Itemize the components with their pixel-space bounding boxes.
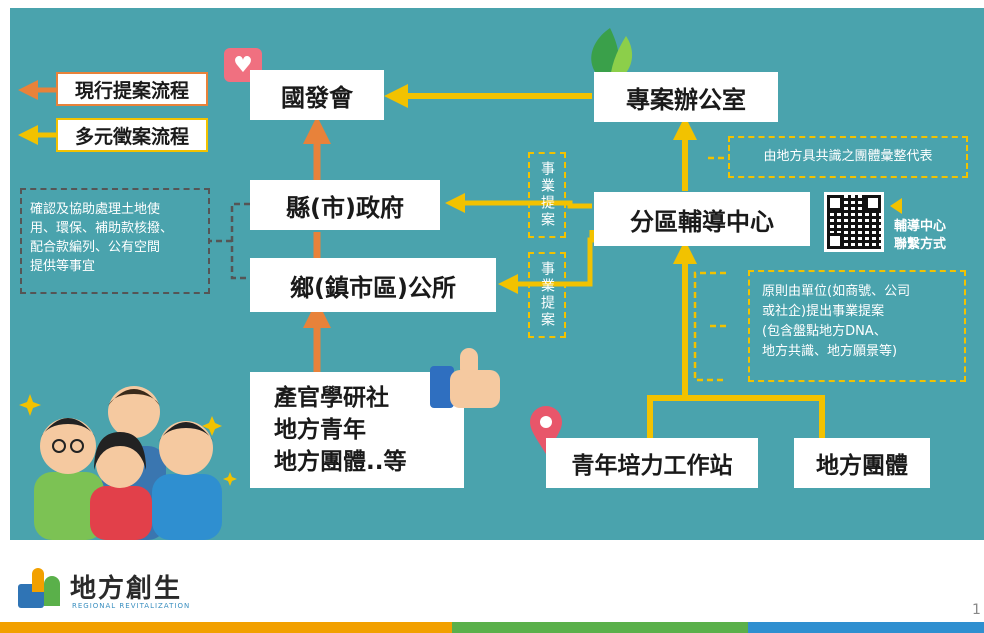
qr-pointer-icon	[890, 198, 902, 214]
stakeholders-line-2: 地方青年	[274, 417, 366, 443]
stakeholders-line-3: 地方團體..等	[274, 449, 407, 475]
flow-arrows	[18, 80, 825, 438]
node-township-office: 鄉(鎮市區)公所	[250, 258, 496, 312]
footer-logo-text: 地方創生	[70, 574, 183, 604]
map-pin-icon	[530, 406, 562, 454]
stakeholders-line-1: 產官學研社	[274, 385, 389, 411]
principle-line-4: 地方共識、地方願景等)	[762, 344, 898, 359]
node-stakeholders: 產官學研社 地方青年 地方團體..等	[250, 372, 464, 488]
node-youth-station: 青年培力工作站	[546, 438, 758, 488]
principle-line-1: 原則由單位(如商號、公司	[762, 284, 911, 299]
note-consensus: 由地方具共識之團體彙整代表	[728, 136, 968, 178]
qr-code	[824, 192, 884, 252]
footer-bar-orange	[0, 622, 452, 633]
footer-logo	[18, 564, 62, 610]
node-county-government: 縣(市)政府	[250, 180, 440, 230]
note-business-proposal-2: 事業提案	[528, 252, 566, 338]
arrow-center-to-township	[498, 230, 595, 294]
qr-label: 輔導中心 聯繫方式	[894, 218, 946, 254]
legend-diverse-flow: 多元徵案流程	[56, 118, 208, 152]
note-principle: 原則由單位(如商號、公司 或社企)提出事業提案 (包含盤點地方DNA、 地方共識…	[748, 270, 966, 382]
node-local-groups: 地方團體	[794, 438, 930, 488]
diagram-canvas: 現行提案流程 多元徵案流程 ♥ 國發會 專案辦公室 縣(市)政府 鄉(鎮市區)公…	[10, 8, 984, 540]
land-support-line-4: 提供等事宜	[30, 259, 96, 274]
qr-label-line-2: 聯繫方式	[894, 237, 947, 252]
footer-bar-blue	[748, 622, 984, 633]
page-number: 1	[972, 602, 981, 618]
land-support-line-1: 確認及協助處理土地使	[30, 202, 161, 217]
thumbs-up-icon	[430, 348, 506, 412]
footer-bar-green	[452, 622, 748, 633]
note-business-proposal-1: 事業提案	[528, 152, 566, 238]
note-land-support: 確認及協助處理土地使 用、環保、補助款核撥、 配合款編列、公有空間 提供等事宜	[20, 188, 210, 294]
land-support-line-3: 配合款編列、公有空間	[30, 240, 161, 255]
principle-line-2: 或社企)提出事業提案	[762, 304, 885, 319]
people-illustration	[19, 386, 237, 540]
land-support-line-2: 用、環保、補助款核撥、	[30, 221, 174, 236]
qr-label-line-1: 輔導中心	[894, 219, 947, 234]
node-project-office: 專案辦公室	[594, 72, 778, 122]
principle-line-3: (包含盤點地方DNA、	[762, 324, 887, 339]
legend-current-flow: 現行提案流程	[56, 72, 208, 106]
node-regional-center: 分區輔導中心	[594, 192, 810, 246]
footer-logo-subtext: REGIONAL REVITALIZATION	[72, 602, 191, 610]
arrow-center-to-county	[445, 193, 592, 213]
node-ndc: 國發會	[250, 70, 384, 120]
